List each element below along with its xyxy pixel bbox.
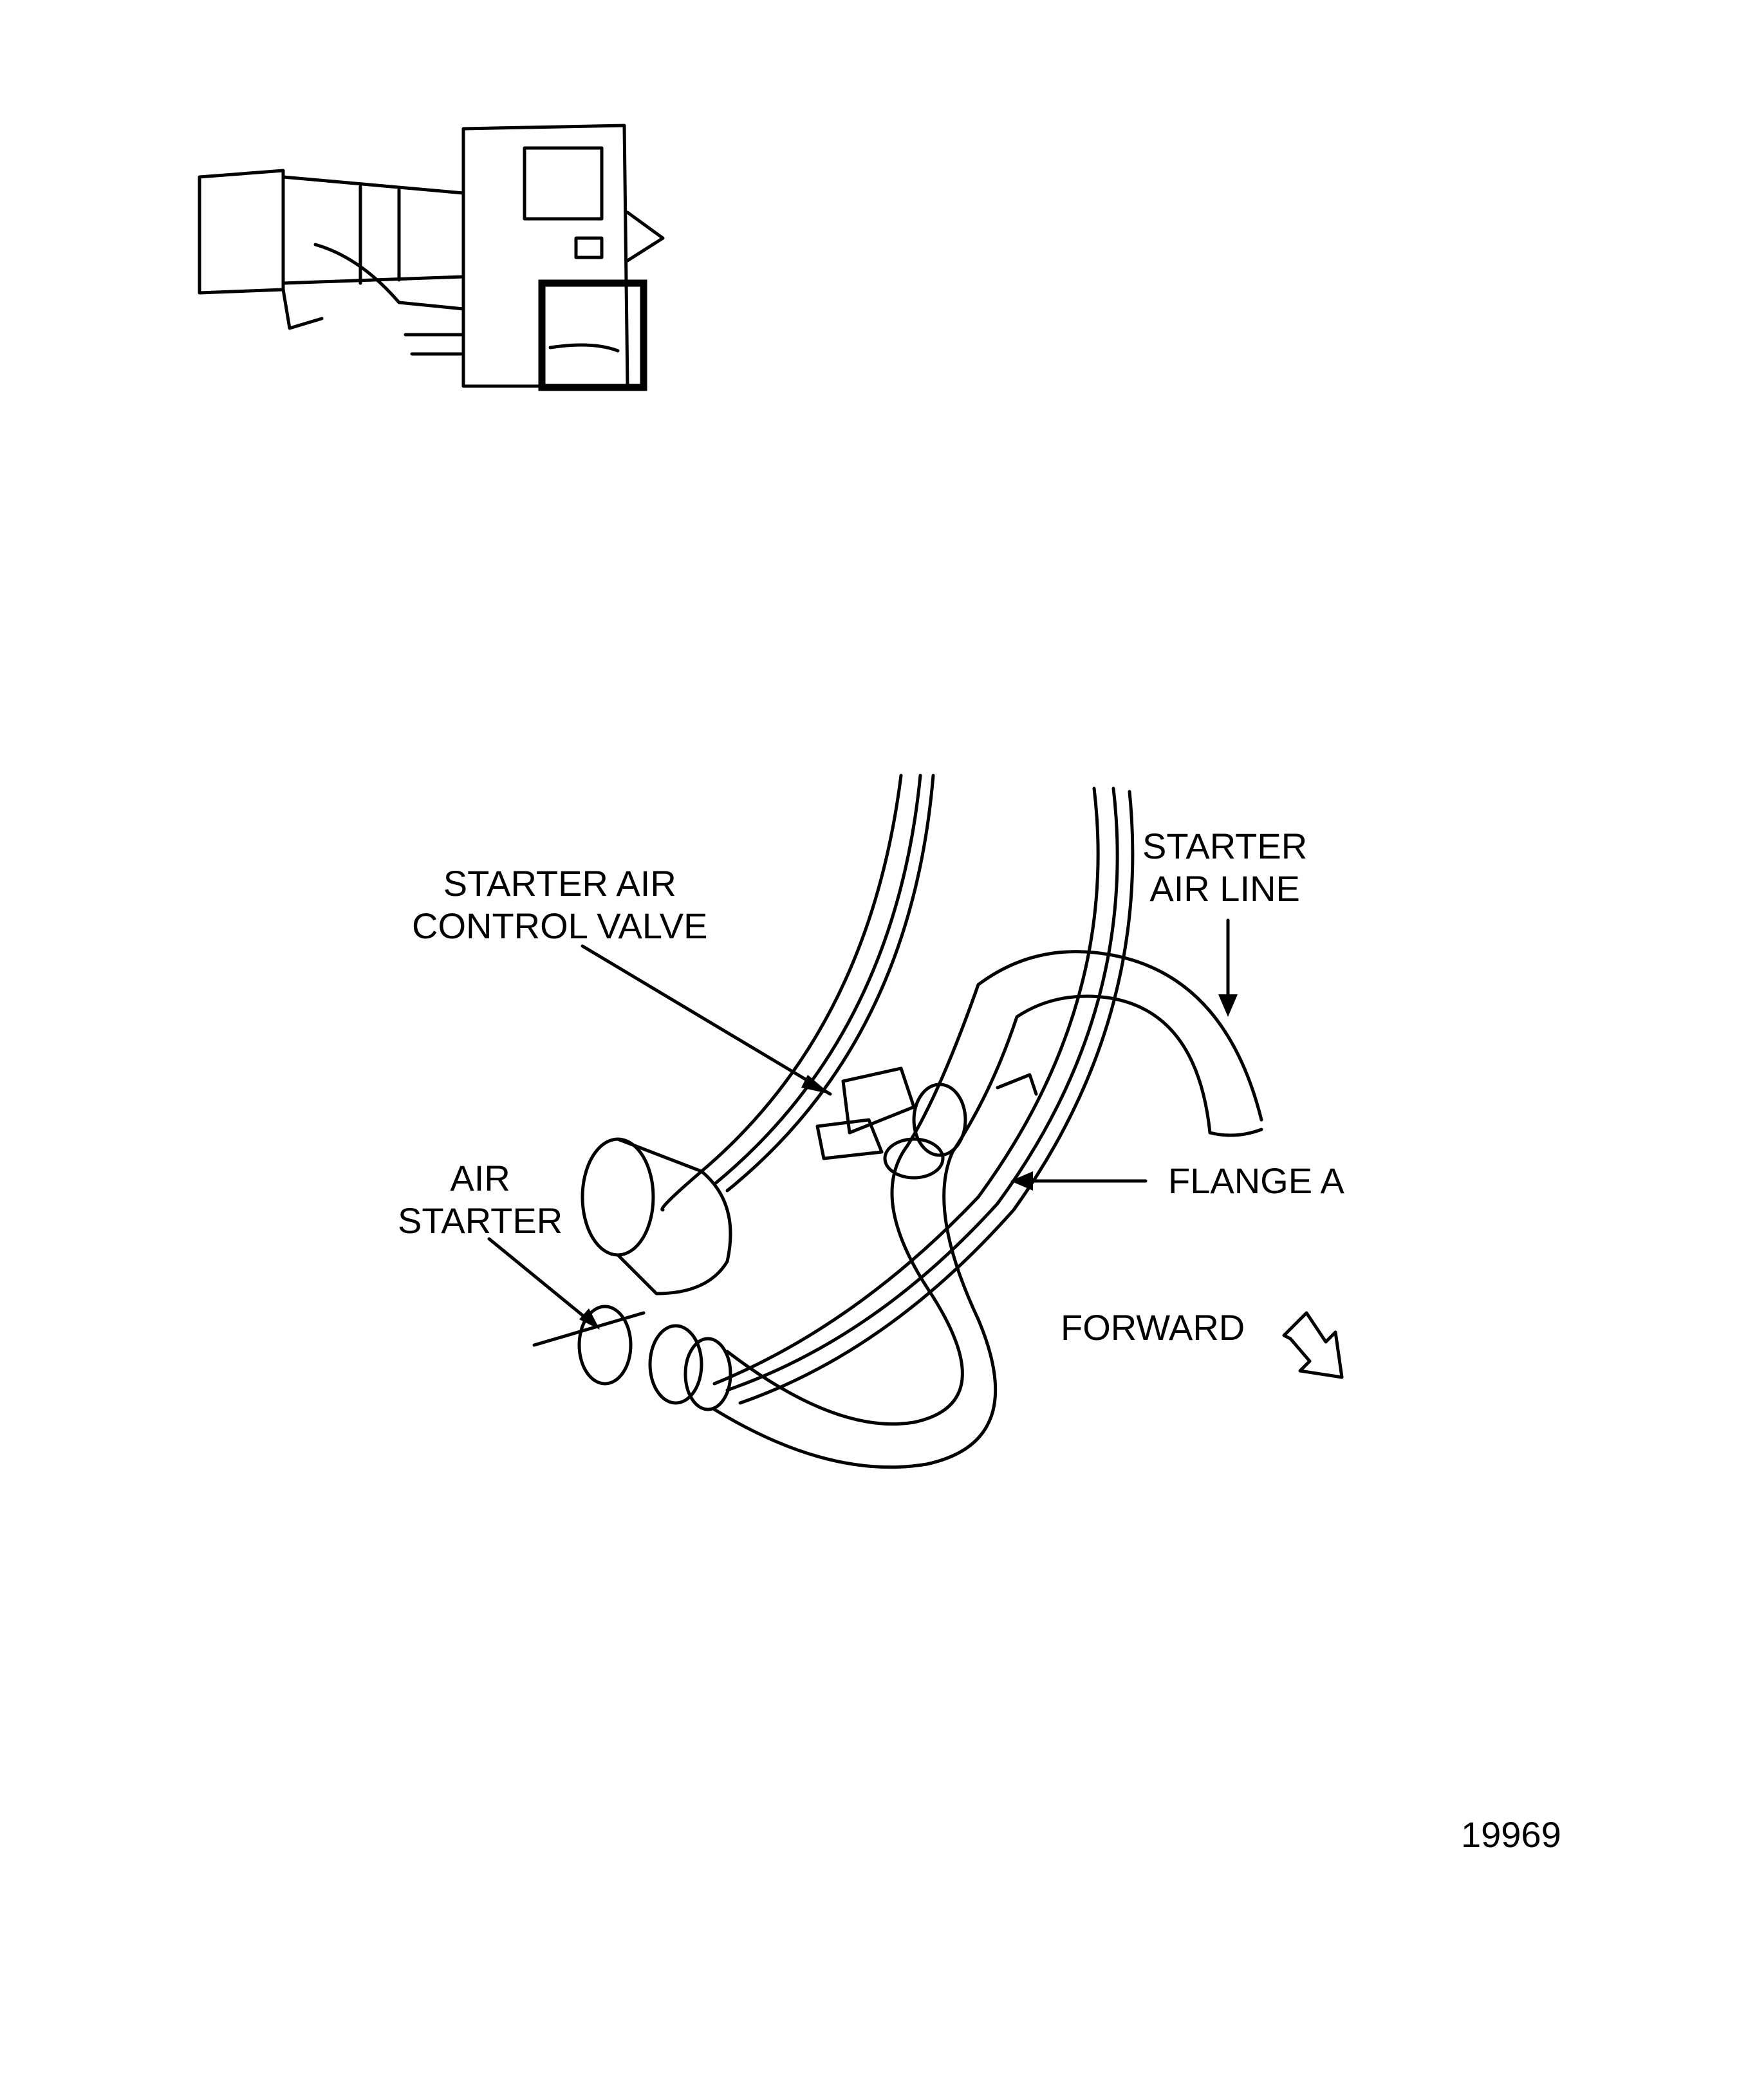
control-valve-leader — [581, 944, 832, 1096]
label-flange-a: FLANGE A — [1168, 1160, 1344, 1201]
air-starter-leader — [487, 1237, 597, 1328]
label-forward: FORWARD — [1061, 1307, 1245, 1348]
engine-case-rings — [660, 774, 1135, 1405]
label-line: CONTROL VALVE — [412, 906, 708, 946]
starter-air-line — [712, 950, 1263, 1469]
label-air-starter: AIR STARTER — [398, 1157, 562, 1242]
label-line: STARTER — [1142, 826, 1308, 866]
label-line: AIR LINE — [1149, 868, 1300, 909]
label-line: STARTER AIR — [443, 863, 676, 904]
label-line: STARTER — [398, 1200, 563, 1241]
leader-lines — [487, 918, 1238, 1330]
detail-locator-box — [538, 279, 647, 391]
label-starter-air-control-valve: STARTER AIR CONTROL VALVE — [412, 862, 708, 947]
label-starter-air-line: STARTER AIR LINE — [1142, 825, 1307, 910]
air-starter — [532, 1137, 732, 1411]
figure-number: 19969 — [1461, 1814, 1561, 1855]
engine-locator-thumbnail — [198, 124, 665, 391]
label-line: AIR — [450, 1158, 510, 1198]
forward-arrow-icon — [1282, 1311, 1344, 1379]
